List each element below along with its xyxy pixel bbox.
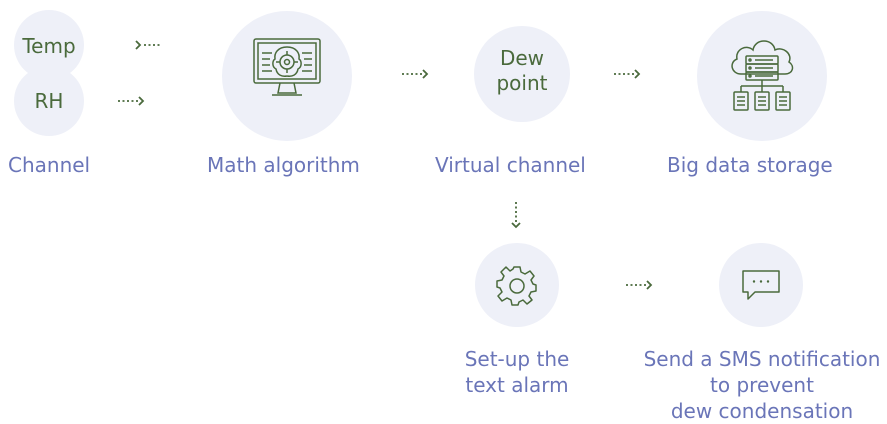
sms-node	[719, 243, 803, 327]
cloud-database-icon	[731, 40, 794, 111]
virtual-channel-caption: Virtual channel	[435, 153, 586, 177]
monitor-brain-icon	[253, 38, 321, 96]
arrow-temp-icon	[135, 40, 162, 50]
channel-caption: Channel	[8, 153, 91, 177]
rh-node	[14, 66, 84, 136]
arrow-to-dewpoint-icon	[402, 69, 429, 79]
arrow-to-storage-icon	[614, 69, 641, 79]
setup-alarm-line-2: text alarm	[465, 373, 569, 397]
temp-label: Temp	[22, 34, 76, 58]
rh-label: RH	[34, 89, 64, 113]
sms-notification-caption: Send a SMS notification to prevent dew c…	[637, 346, 887, 424]
arrow-down-icon	[511, 202, 521, 229]
dew-point-line-1: Dew	[499, 46, 545, 70]
sms-line-3: dew condensation	[670, 399, 854, 423]
big-data-storage-caption: Big data storage	[667, 153, 833, 177]
arrow-rh-icon	[118, 96, 145, 106]
dew-point-label: Dew point	[474, 46, 570, 96]
arrow-to-sms-icon	[626, 280, 653, 290]
chat-bubble-icon	[742, 270, 780, 300]
alarm-node	[475, 243, 559, 327]
dew-point-line-2: point	[496, 71, 548, 95]
dew-point-node	[474, 26, 570, 122]
math-algorithm-caption: Math algorithm	[207, 153, 360, 177]
setup-alarm-line-1: Set-up the	[464, 347, 570, 371]
gear-icon	[496, 266, 537, 306]
sms-line-2: to prevent	[710, 373, 814, 397]
sms-line-1: Send a SMS notification	[643, 347, 881, 371]
setup-alarm-caption: Set-up the text alarm	[457, 346, 577, 398]
